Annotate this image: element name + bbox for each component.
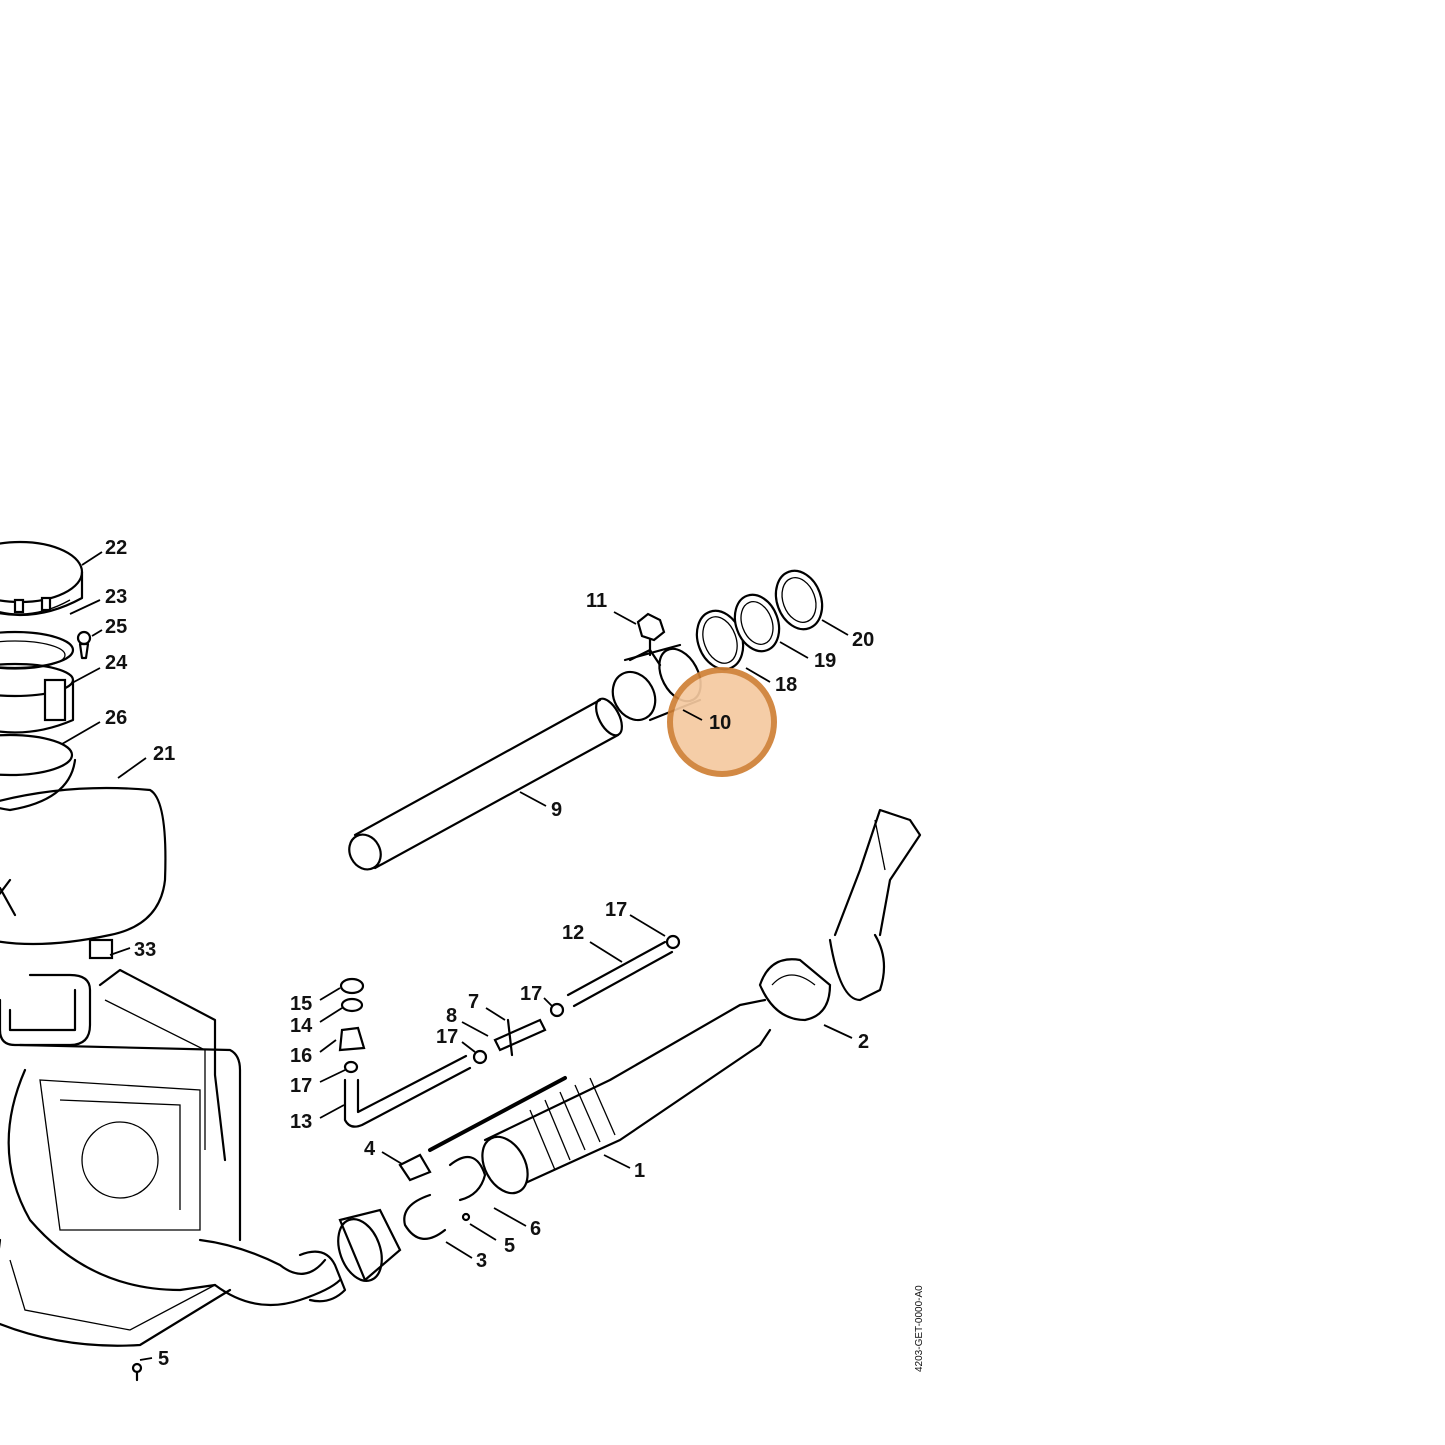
- callout-26: 26: [105, 707, 127, 729]
- callout-22: 22: [105, 537, 127, 559]
- callout-8: 8: [446, 1005, 457, 1027]
- callout-4: 4: [364, 1138, 376, 1160]
- callout-33: 33: [134, 939, 156, 961]
- knob-11: [636, 612, 666, 657]
- callout-1: 1: [634, 1160, 645, 1182]
- callout-5-bottom: 5: [158, 1348, 169, 1370]
- highlight-circle: [667, 667, 777, 777]
- callout-21: 21: [153, 743, 175, 765]
- callout-19: 19: [814, 650, 836, 672]
- blower-housing: [0, 968, 347, 1382]
- callout-labels: 22 23 25 24 26 21 33 11 20 19 18 10 9 17…: [105, 537, 874, 1370]
- callout-11: 11: [586, 590, 607, 612]
- callout-17-left: 17: [290, 1075, 312, 1097]
- screens-18-20: [695, 569, 824, 671]
- callout-17-top: 17: [605, 899, 627, 921]
- callout-5-right: 5: [504, 1235, 515, 1257]
- tube-9: [348, 697, 623, 871]
- drawing-code: 4203-GET-0000-A0: [914, 1285, 925, 1372]
- callout-18: 18: [775, 674, 797, 696]
- callout-2: 2: [858, 1031, 869, 1053]
- callout-15: 15: [290, 993, 312, 1015]
- callout-3: 3: [476, 1250, 487, 1272]
- callout-16: 16: [290, 1045, 312, 1067]
- callout-23: 23: [105, 586, 127, 608]
- handle-2: [758, 808, 922, 1022]
- fuel-tank-assembly: [0, 540, 167, 960]
- flex-hose-1: [428, 998, 772, 1195]
- callout-12: 12: [562, 922, 584, 944]
- leader-lines: [61, 551, 853, 1361]
- connector-10: [611, 643, 702, 722]
- callout-14: 14: [290, 1015, 313, 1037]
- callout-17-mid: 17: [520, 983, 542, 1005]
- small-parts: [337, 934, 681, 1282]
- callout-13: 13: [290, 1111, 312, 1133]
- callout-20: 20: [852, 629, 874, 651]
- callout-9: 9: [551, 799, 562, 821]
- callout-7: 7: [468, 991, 479, 1013]
- callout-10: 10: [709, 712, 731, 734]
- callout-17-low: 17: [436, 1026, 458, 1048]
- callout-24: 24: [105, 652, 128, 674]
- callout-6: 6: [530, 1218, 541, 1240]
- callout-25: 25: [105, 616, 127, 638]
